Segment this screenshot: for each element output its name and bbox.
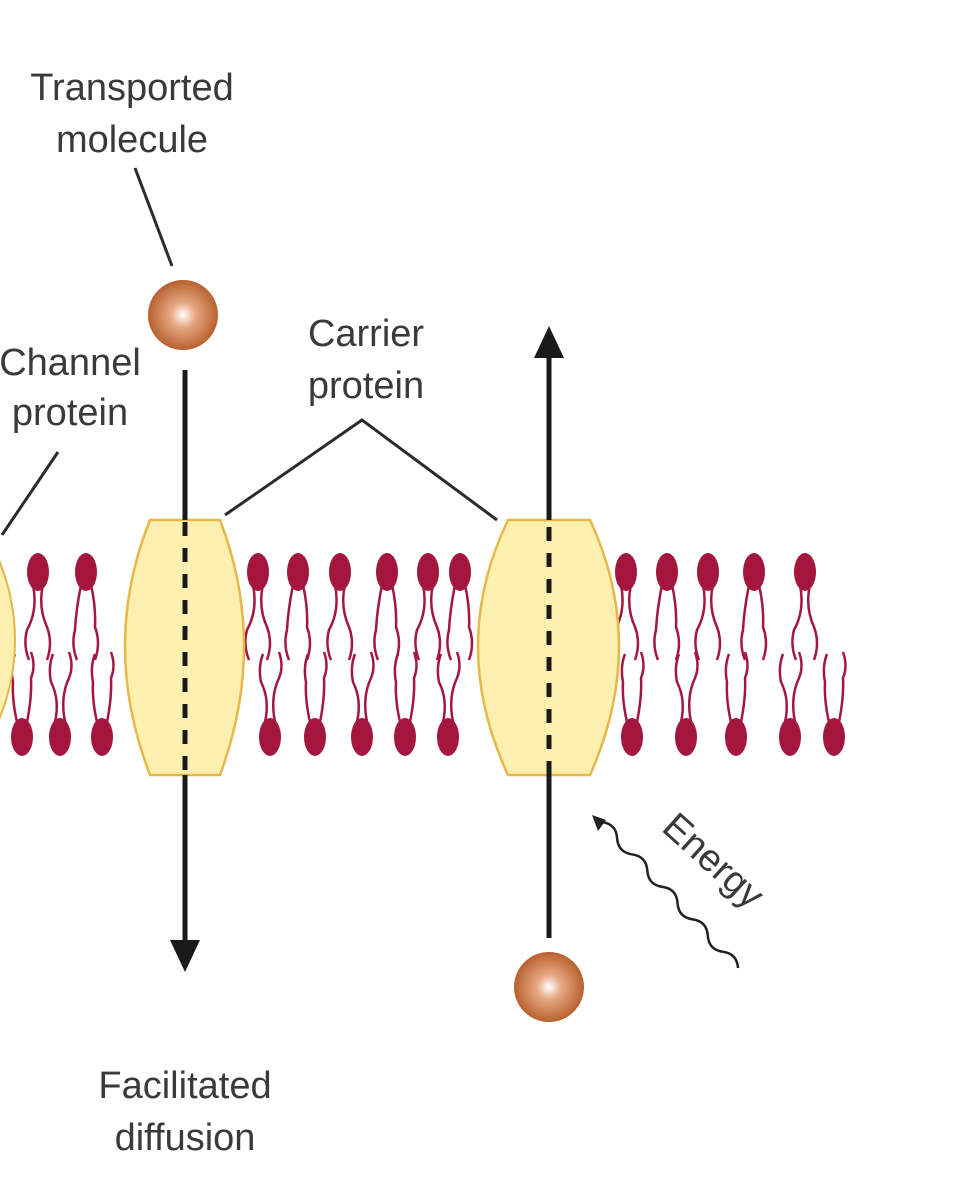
lipid-bottom: [350, 651, 375, 756]
lipid-top: [446, 553, 474, 661]
energy-wave-icon: [592, 815, 740, 969]
lipid-top: [326, 553, 354, 661]
active-transport-arrow: [534, 326, 564, 938]
lipid-top: [694, 553, 722, 661]
channel-protein: [123, 518, 246, 777]
channel-protein-label-line2: protein: [12, 392, 128, 434]
lipid-bottom: [10, 651, 35, 756]
transported-molecule-top: [148, 280, 218, 350]
transported-molecule-leader: [133, 167, 174, 267]
lipid-bottom: [303, 651, 328, 756]
channel-protein-left-edge: [0, 560, 16, 720]
lipid-top: [791, 553, 819, 661]
facilitated-diffusion-label-line2: diffusion: [115, 1117, 256, 1159]
lipid-top: [740, 553, 768, 661]
diffusion-arrow: [170, 370, 200, 972]
lipid-bottom: [620, 651, 645, 756]
facilitated-diffusion-label-line1: Facilitated: [98, 1065, 271, 1107]
carrier-protein-leader: [224, 418, 498, 522]
transported-molecule-bottom: [514, 952, 584, 1022]
lipid-bottom: [90, 651, 115, 756]
carrier-protein-label-line2: protein: [308, 365, 424, 407]
lipid-top: [284, 553, 312, 661]
lipid-bottom: [436, 651, 461, 756]
transported-molecule-label-line1: Transported: [30, 67, 233, 109]
lipid-top: [24, 553, 52, 661]
lipid-bottom: [48, 651, 73, 756]
lipid-bilayer: [10, 553, 847, 756]
lipid-top: [244, 553, 272, 661]
lipid-top: [373, 553, 401, 661]
transported-molecule-label-line2: molecule: [56, 119, 208, 161]
carrier-protein-label-line1: Carrier: [308, 313, 424, 355]
lipid-bottom: [778, 651, 803, 756]
channel-protein-leader: [0, 451, 60, 536]
lipid-top: [653, 553, 681, 661]
lipid-top: [414, 553, 442, 661]
lipid-bottom: [674, 651, 699, 756]
carrier-protein: [476, 518, 621, 777]
lipid-bottom: [258, 651, 283, 756]
lipid-bottom: [822, 651, 847, 756]
lipid-top: [72, 553, 100, 661]
lipid-bottom: [724, 651, 749, 756]
channel-protein-label-line1: Channel: [0, 342, 141, 384]
energy-label: Energy: [654, 805, 772, 917]
lipid-bottom: [393, 651, 418, 756]
